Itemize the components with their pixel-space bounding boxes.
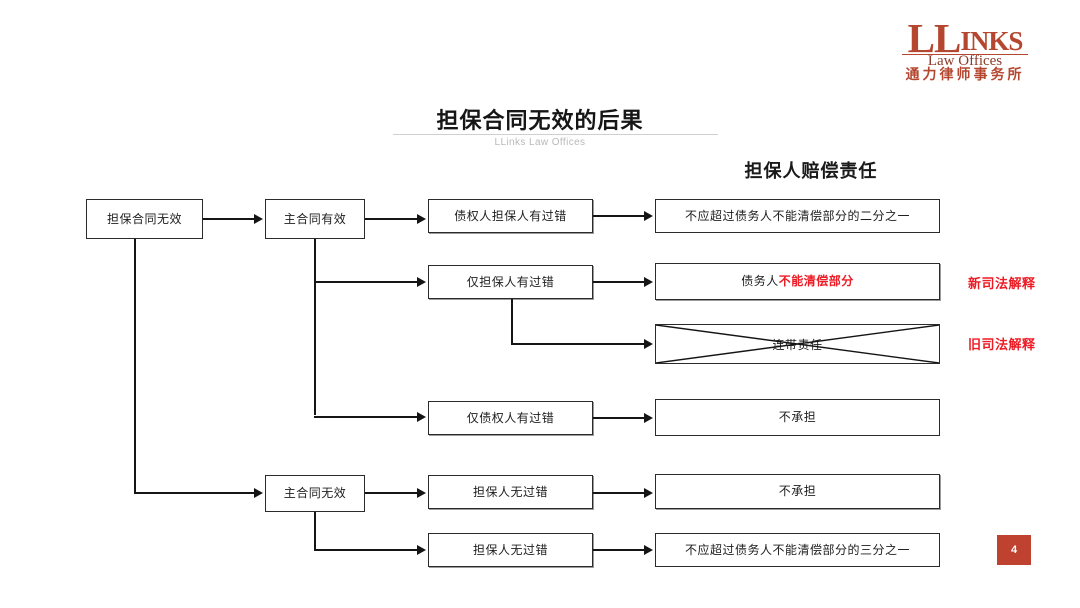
- connector-guarantorfault-to-joint: [511, 343, 645, 345]
- connector-guarantorfault-down: [511, 299, 513, 344]
- arrow-mainvalid-to-bothfault: [417, 214, 426, 224]
- node-main-contract-valid: 主合同有效: [265, 199, 365, 239]
- node-condition-creditor-fault: 仅债权人有过错: [428, 401, 593, 435]
- arrow-mainvalid-to-guarantorfault: [417, 277, 426, 287]
- node-main-contract-invalid: 主合同无效: [265, 475, 365, 512]
- connector-nofaulta-to-resultnoneb: [593, 492, 645, 494]
- node-condition-no-fault-b: 担保人无过错: [428, 533, 593, 567]
- arrow-mainvalid-to-creditorfault: [417, 412, 426, 422]
- page-title: 担保合同无效的后果: [436, 108, 644, 133]
- connector-creditorfault-to-resultnone: [593, 417, 645, 419]
- arrow-creditorfault-to-resultnone: [644, 413, 653, 423]
- arrow-maininvalid-to-nofault-b: [417, 545, 426, 555]
- logo-tagline: Law Offices: [927, 53, 1003, 69]
- connector-root-to-main-invalid: [134, 492, 256, 494]
- node-condition-both-fault: 债权人担保人有过错: [428, 199, 593, 233]
- connector-maininvalid-down: [314, 512, 316, 551]
- node-result-unpaid-portion: 债务人不能清偿部分: [655, 263, 940, 300]
- node-result-joint-liability-struck: 连带责任: [655, 324, 940, 364]
- node-condition-guarantor-fault: 仅担保人有过错: [428, 265, 593, 299]
- arrow-guarantorfault-to-joint: [644, 339, 653, 349]
- result-unpaid-prefix: 债务人: [741, 274, 779, 289]
- logo-chinese-name: 通力律师事务所: [905, 68, 1025, 83]
- arrow-nofaulta-to-resultnoneb: [644, 488, 653, 498]
- logo-wordmark-ll: LL: [907, 15, 962, 61]
- connector-mainvalid-to-bothfault: [365, 218, 419, 220]
- page-subtitle: LLinks Law Offices: [494, 137, 586, 148]
- llinks-logo: LLINKS Law Offices 通力律师事务所: [890, 18, 1040, 93]
- logo-wordmark: LLINKS: [890, 18, 1040, 59]
- arrow-maininvalid-to-nofault-a: [417, 488, 426, 498]
- connector-guarantorfault-to-unpaid: [593, 281, 645, 283]
- connector-bothfault-to-resulthalf: [593, 215, 645, 217]
- node-root: 担保合同无效: [86, 199, 203, 239]
- connector-maininvalid-to-nofault-a: [365, 492, 419, 494]
- logo-divider: [902, 54, 1028, 55]
- arrow-nofaultb-to-resultthird: [644, 545, 653, 555]
- arrow-guarantorfault-to-unpaid: [644, 277, 653, 287]
- connector-nofaultb-to-resultthird: [593, 549, 645, 551]
- arrow-root-to-main-invalid: [254, 488, 263, 498]
- arrow-root-to-main-valid: [254, 214, 263, 224]
- strikeout-cross-icon: [656, 325, 939, 363]
- title-divider: [393, 134, 718, 135]
- connector-root-down: [134, 239, 136, 493]
- column-header-liability: 担保人赔偿责任: [744, 161, 878, 181]
- node-condition-no-fault-a: 担保人无过错: [428, 475, 593, 509]
- logo-wordmark-inks: INKS: [960, 26, 1023, 56]
- annotation-old-interpretation: 旧司法解释: [968, 337, 1036, 352]
- arrow-bothfault-to-resulthalf: [644, 211, 653, 221]
- annotation-new-interpretation: 新司法解释: [968, 276, 1036, 291]
- node-result-none-b: 不承担: [655, 474, 940, 509]
- result-unpaid-highlight: 不能清偿部分: [778, 274, 854, 289]
- connector-maininvalid-to-nofault-b: [314, 549, 419, 551]
- node-result-third: 不应超过债务人不能清偿部分的三分之一: [655, 533, 940, 567]
- node-result-none-a: 不承担: [655, 399, 940, 436]
- connector-mainvalid-to-creditorfault: [314, 416, 419, 418]
- connector-root-to-main-valid: [203, 218, 256, 220]
- page-number-badge: 4: [997, 535, 1031, 565]
- connector-mainvalid-to-guarantorfault: [314, 281, 419, 283]
- node-result-half: 不应超过债务人不能清偿部分的二分之一: [655, 199, 940, 233]
- connector-mainvalid-trunk: [314, 239, 316, 415]
